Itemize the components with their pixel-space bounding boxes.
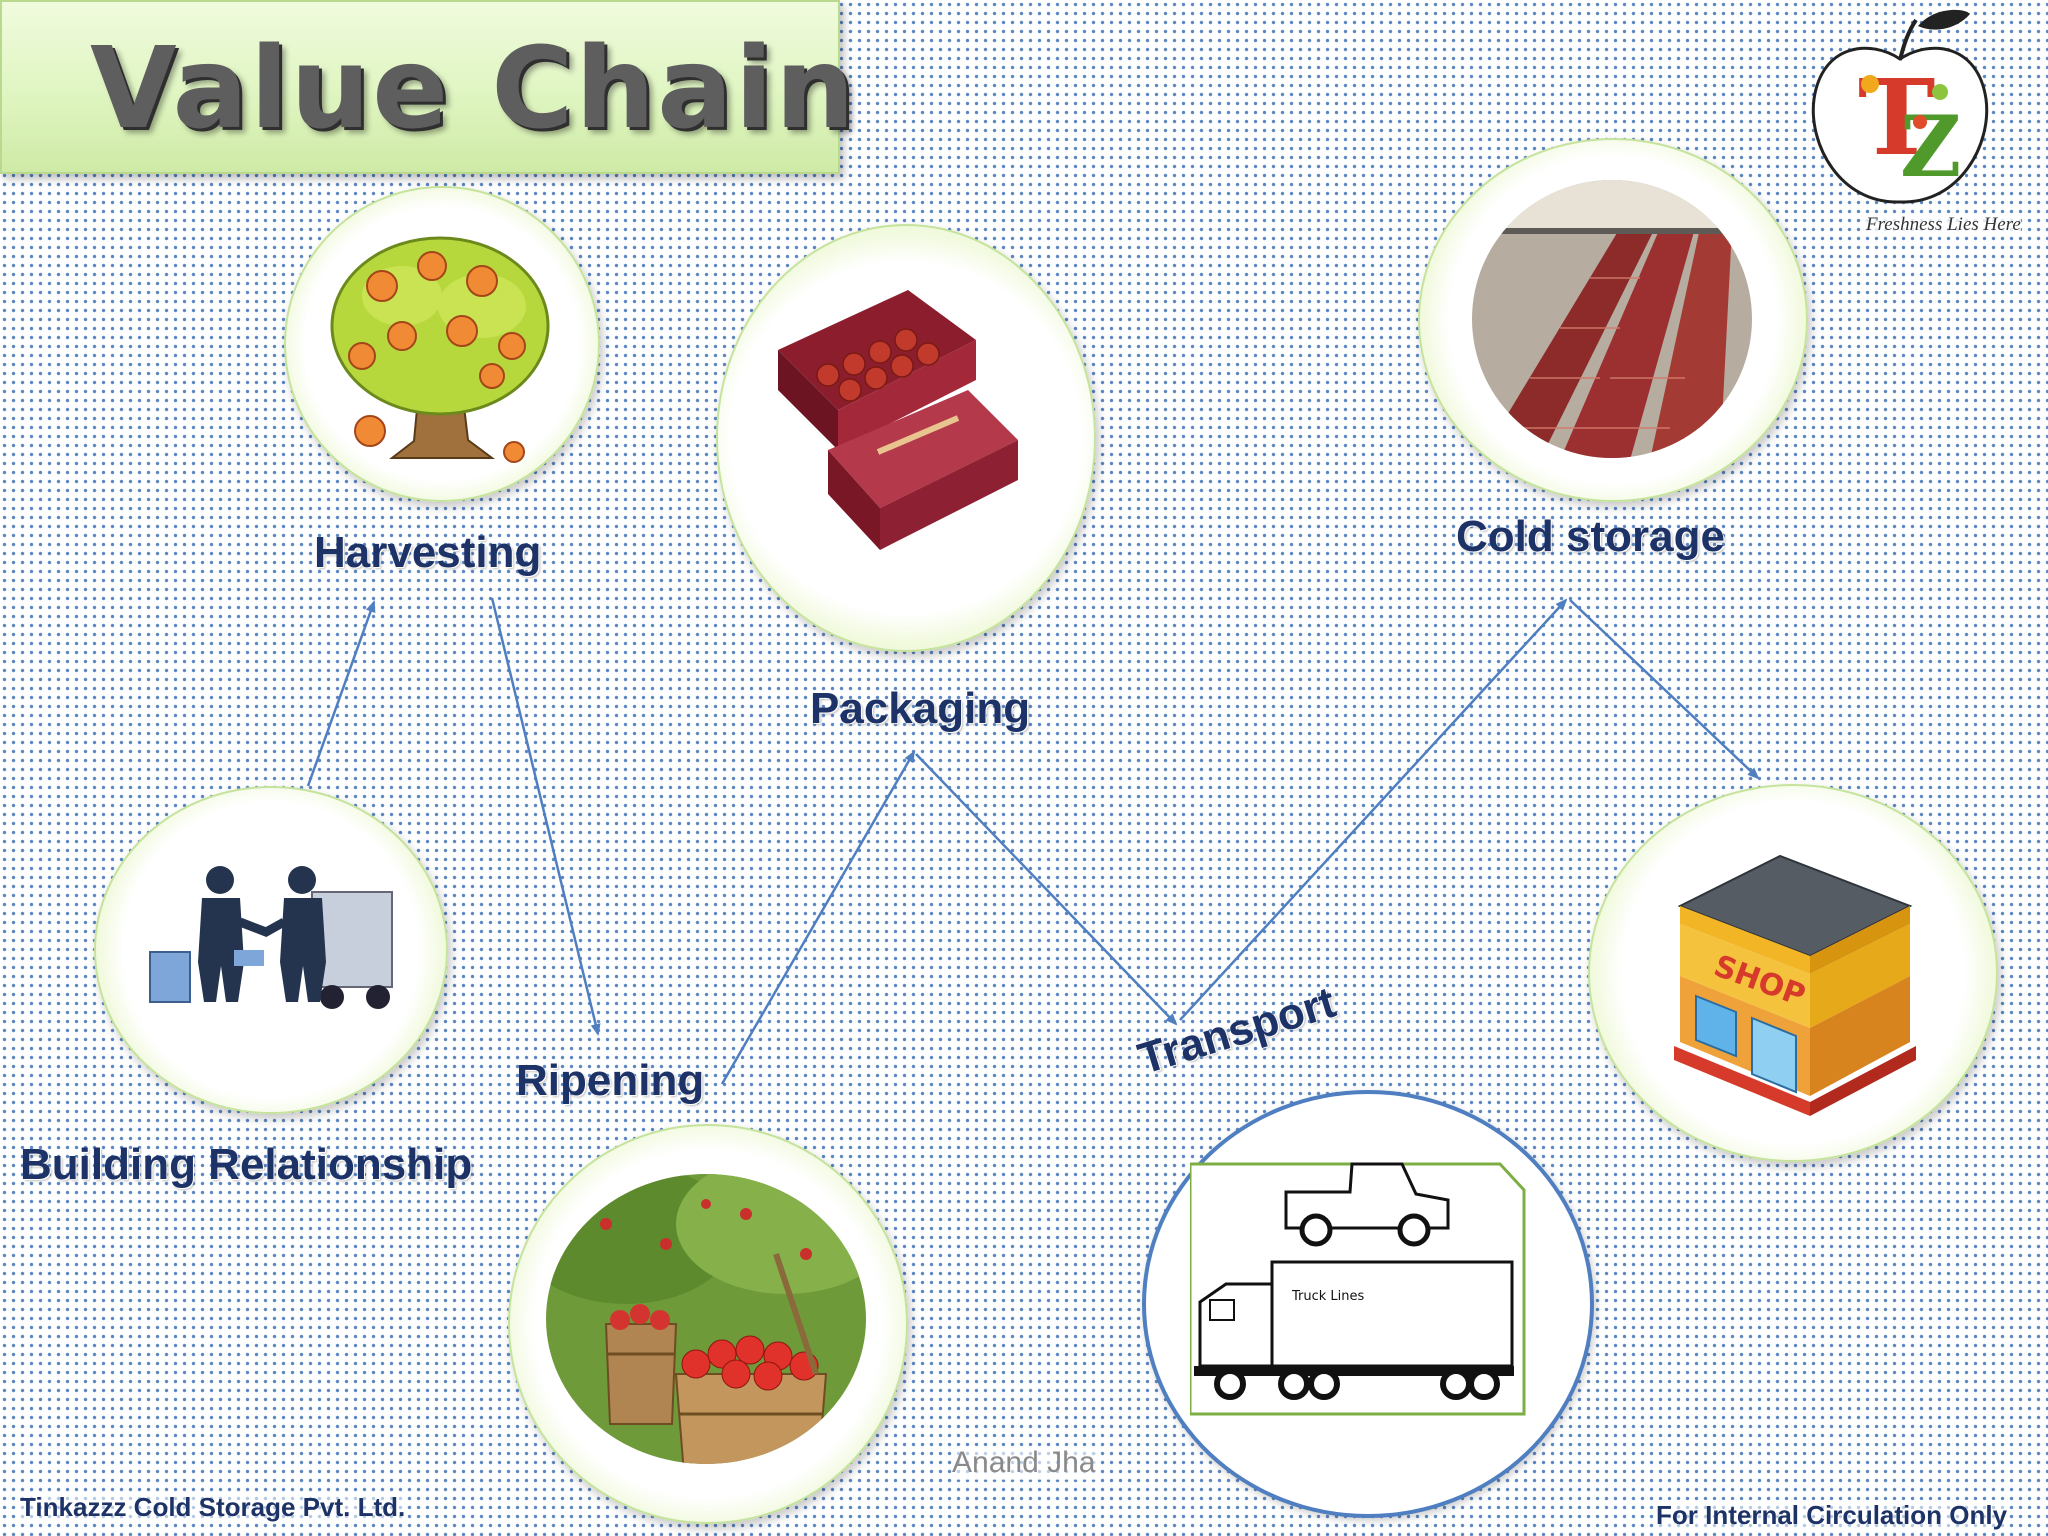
handshake-icon <box>149 866 393 1009</box>
cold-storage-conveyor-icon <box>1472 180 1752 458</box>
company-footer: Tinkazzz Cold Storage Pvt. Ltd. <box>20 1492 406 1523</box>
cold-storage-label: Cold storage <box>1456 512 1725 561</box>
harvesting-label: Harvesting <box>314 528 542 577</box>
shop-icon: SHOP <box>1674 854 1916 1116</box>
fruit-box-icon <box>778 290 1018 550</box>
truck-sign-text: Truck Lines <box>1291 1289 1365 1304</box>
truck-icon: Truck Lines <box>1190 1162 1526 1416</box>
arrow-harvesting-to-ripening <box>490 597 601 1036</box>
internal-circulation-note: For Internal Circulation Only <box>1656 1500 2008 1531</box>
apple-logo-icon: T Z <box>1811 9 1989 204</box>
page-title: Value Chain <box>90 24 857 154</box>
logo-monogram-z: Z <box>1900 97 1961 196</box>
arrow-relationship-to-harvesting <box>306 600 376 787</box>
arrow-ripening-to-packaging <box>720 750 916 1085</box>
arrow-packaging-to-transport <box>915 753 1178 1026</box>
author-footer: Anand Jha <box>952 1446 1096 1480</box>
arrow-coldstorage-to-shop <box>1569 599 1760 780</box>
logo-tagline: Freshness Lies Here <box>1866 214 2021 236</box>
ripening-label: Ripening <box>516 1056 705 1105</box>
arrow-transport-to-coldstorage <box>1179 598 1568 1021</box>
building-relationship-label: Building Relationship <box>20 1140 473 1189</box>
title-banner: Value Chain <box>0 0 855 174</box>
packaging-label: Packaging <box>810 684 1031 733</box>
apple-baskets-icon <box>546 1174 866 1464</box>
apple-tree-icon <box>330 236 550 463</box>
